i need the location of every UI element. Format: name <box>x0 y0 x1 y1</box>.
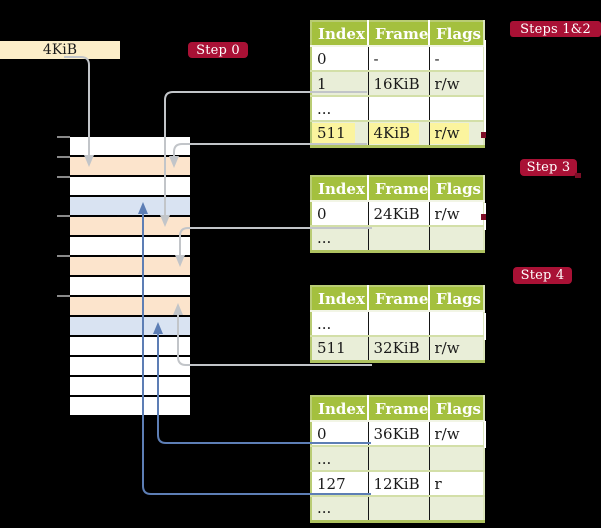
table-row-highlighted: 511 4KiB r/w <box>311 120 484 146</box>
table-row: ... <box>311 445 484 471</box>
memory-row-4 <box>70 217 190 235</box>
column-header-index: Index <box>311 176 368 202</box>
frame-cell <box>367 95 429 121</box>
column-header-flags: Flags <box>428 176 484 202</box>
page-table-3: Index Frame Flags ... 511 32KiB r/w <box>310 285 485 363</box>
page-table-1: Index Frame Flags 0 - - 1 16KiB r/w ... … <box>310 20 485 148</box>
index-cell: 511 <box>311 120 368 146</box>
frame-cell: 16KiB <box>367 70 429 96</box>
table-row: ... <box>311 310 484 336</box>
column-header-frame: Frame <box>367 286 429 312</box>
memory-tick <box>57 156 70 158</box>
index-cell: 511 <box>311 335 368 361</box>
flags-cell: r/w <box>428 420 484 446</box>
memory-row-10 <box>70 337 190 355</box>
table-row: 127 12KiB r <box>311 470 484 496</box>
memory-row-7 <box>70 277 190 295</box>
memory-row-5 <box>70 237 190 255</box>
index-cell: 0 <box>311 420 368 446</box>
column-header-index: Index <box>311 21 368 47</box>
frame-cell: 36KiB <box>367 420 429 446</box>
header-row: Index Frame Flags <box>311 176 484 202</box>
flags-cell: r <box>428 470 484 496</box>
memory-row-9 <box>70 317 190 335</box>
flags-cell: r/w <box>428 120 484 146</box>
memory-tick <box>57 295 70 297</box>
memory-tick <box>57 136 70 138</box>
frame-cell: 12KiB <box>367 470 429 496</box>
memory-row-12 <box>70 377 190 395</box>
header-row: Index Frame Flags <box>311 286 484 312</box>
table-row: 0 - - <box>311 45 484 71</box>
flags-cell <box>428 95 484 121</box>
column-header-index: Index <box>311 286 368 312</box>
flags-cell <box>428 495 484 521</box>
frame-cell: 4KiB <box>367 120 429 146</box>
table-row: 1 16KiB r/w <box>311 70 484 96</box>
column-header-frame: Frame <box>367 396 429 422</box>
index-cell: 0 <box>311 45 368 71</box>
memory-row-3 <box>70 197 190 215</box>
memory-tick <box>57 176 70 178</box>
table-row: 0 24KiB r/w <box>311 200 484 226</box>
flags-cell <box>428 445 484 471</box>
flags-cell: r/w <box>428 200 484 226</box>
index-cell: ... <box>311 495 368 521</box>
index-cell: ... <box>311 95 368 121</box>
flags-cell: r/w <box>428 70 484 96</box>
column-header-frame: Frame <box>367 176 429 202</box>
frame-cell <box>367 445 429 471</box>
table-row: ... <box>311 95 484 121</box>
index-cell: ... <box>311 445 368 471</box>
flags-cell: r/w <box>428 335 484 361</box>
step-0-badge: Step 0 <box>188 42 248 58</box>
memory-row-2 <box>70 177 190 195</box>
frame-cell <box>367 310 429 336</box>
frame-size-label-box: 4KiB <box>0 41 120 59</box>
step-4-badge: Step 4 <box>513 267 572 284</box>
step-3-badge: Step 3 <box>520 159 577 176</box>
column-header-index: Index <box>311 396 368 422</box>
column-header-flags: Flags <box>428 286 484 312</box>
header-row: Index Frame Flags <box>311 21 484 47</box>
flags-cell <box>428 310 484 336</box>
index-cell: ... <box>311 225 368 251</box>
index-cell: 0 <box>311 200 368 226</box>
page-table-4: Index Frame Flags 0 36KiB r/w ... 127 12… <box>310 395 485 523</box>
column-header-flags: Flags <box>428 21 484 47</box>
frame-cell: 32KiB <box>367 335 429 361</box>
table-row: 511 32KiB r/w <box>311 335 484 361</box>
flags-cell: - <box>428 45 484 71</box>
physical-memory-strip <box>70 137 190 415</box>
flags-cell <box>428 225 484 251</box>
index-cell: ... <box>311 310 368 336</box>
table-row: 0 36KiB r/w <box>311 420 484 446</box>
steps-1-2-badge: Steps 1&2 <box>510 21 601 37</box>
header-row: Index Frame Flags <box>311 396 484 422</box>
memory-row-13 <box>70 397 190 415</box>
column-header-frame: Frame <box>367 21 429 47</box>
frame-cell <box>367 225 429 251</box>
index-cell: 127 <box>311 470 368 496</box>
memory-row-0 <box>70 137 190 155</box>
memory-row-6 <box>70 257 190 275</box>
page-table-2: Index Frame Flags 0 24KiB r/w ... <box>310 175 485 253</box>
frame-cell: 24KiB <box>367 200 429 226</box>
memory-row-1 <box>70 157 190 175</box>
index-cell: 1 <box>311 70 368 96</box>
memory-row-8 <box>70 297 190 315</box>
frame-size-label: 4KiB <box>42 42 78 58</box>
table-row: ... <box>311 225 484 251</box>
frame-cell <box>367 495 429 521</box>
memory-tick <box>57 255 70 257</box>
memory-tick <box>57 215 70 217</box>
frame-cell: - <box>367 45 429 71</box>
table-row: ... <box>311 495 484 521</box>
memory-row-11 <box>70 357 190 375</box>
column-header-flags: Flags <box>428 396 484 422</box>
